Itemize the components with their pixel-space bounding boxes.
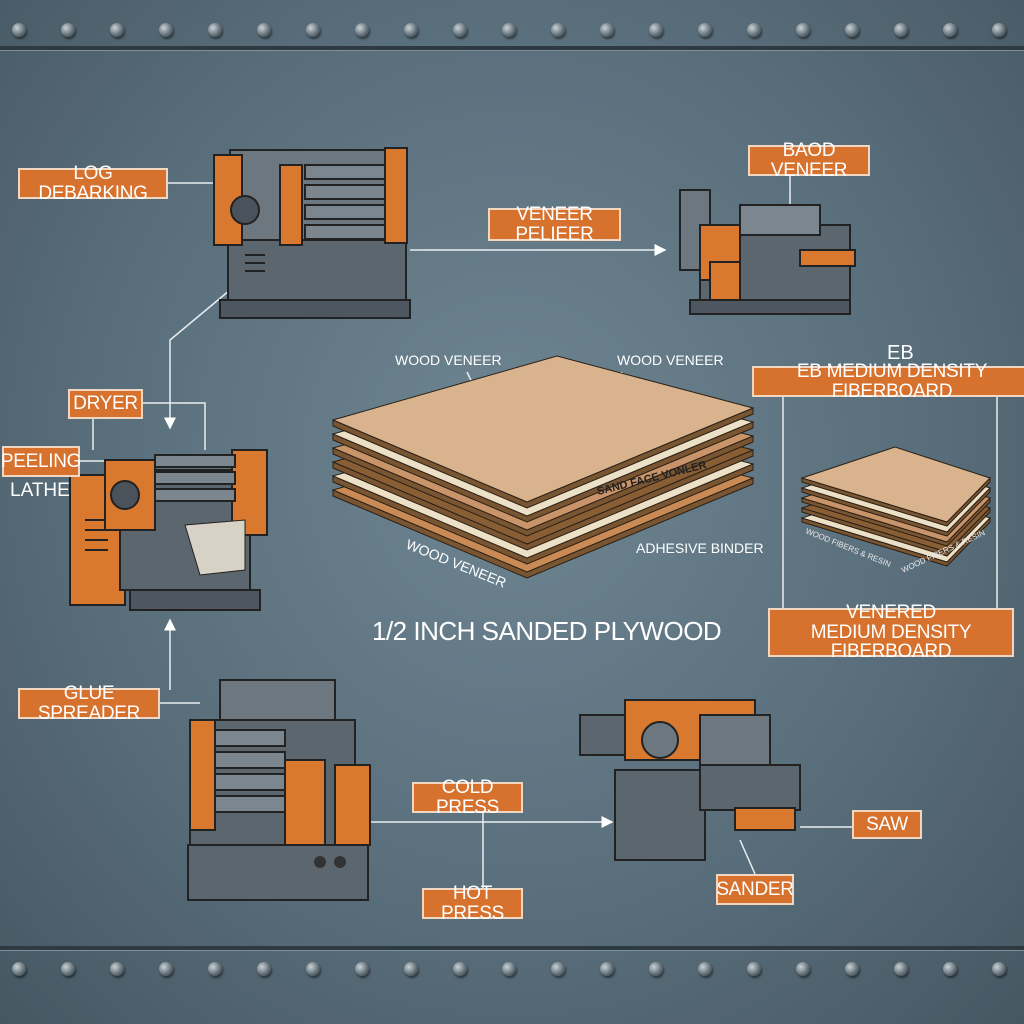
rivet bbox=[845, 962, 859, 976]
rivet bbox=[453, 23, 467, 37]
rivet bbox=[208, 962, 222, 976]
rivet bbox=[61, 962, 75, 976]
rivet bbox=[796, 23, 810, 37]
rivet bbox=[306, 962, 320, 976]
rivet bbox=[110, 23, 124, 37]
rivet bbox=[110, 962, 124, 976]
glue-spreader-press-machine bbox=[187, 679, 371, 901]
lathe-label: LATHE bbox=[10, 480, 70, 501]
saw-sander-machine bbox=[579, 699, 801, 861]
veneer-peeler-machine bbox=[679, 189, 856, 315]
rivet bbox=[453, 962, 467, 976]
baod-veneer-label: BAOD VENEER bbox=[748, 140, 870, 180]
cold-press-label: COLD PRESS bbox=[412, 777, 523, 817]
saw-label: SAW bbox=[852, 810, 922, 839]
rivet bbox=[943, 23, 957, 37]
rivet bbox=[894, 962, 908, 976]
bottom-rivet-row bbox=[0, 962, 1024, 982]
top-rivet-row bbox=[0, 23, 1024, 43]
log-debarking-label: LOG DEBARKING bbox=[18, 163, 168, 203]
rivet bbox=[61, 23, 75, 37]
dryer-label: DRYER bbox=[68, 389, 143, 419]
rivet bbox=[502, 962, 516, 976]
rivet bbox=[649, 962, 663, 976]
rivet bbox=[257, 23, 271, 37]
rivet bbox=[747, 962, 761, 976]
veneer-peeler-label: VENEER PELIEER bbox=[488, 204, 621, 244]
eb-label: EB bbox=[887, 342, 914, 364]
log-debarking-machine bbox=[213, 147, 411, 319]
rivet bbox=[796, 962, 810, 976]
connector-dryer bbox=[143, 402, 206, 450]
rivet bbox=[502, 23, 516, 37]
rivet bbox=[159, 23, 173, 37]
rivet bbox=[992, 962, 1006, 976]
rivet bbox=[600, 23, 614, 37]
wood-veneer-label-2: WOOD VENEER bbox=[617, 352, 724, 368]
top-frame-bar bbox=[0, 46, 1024, 50]
rivet bbox=[747, 23, 761, 37]
rivet bbox=[551, 962, 565, 976]
rivet bbox=[12, 23, 26, 37]
venered-mdf-line2: MEDIUM DENSITY FIBERBOARD bbox=[810, 621, 972, 663]
venered-mdf-label: VENERED MEDIUM DENSITY FIBERBOARD bbox=[768, 602, 1014, 662]
adhesive-binder-label: ADHESIVE BINDER bbox=[636, 540, 764, 556]
mdf-layer-stack bbox=[800, 446, 991, 567]
rivet bbox=[404, 23, 418, 37]
rivet bbox=[943, 962, 957, 976]
rivet bbox=[355, 962, 369, 976]
rivet bbox=[208, 23, 222, 37]
rivet bbox=[992, 23, 1006, 37]
rivet bbox=[845, 23, 859, 37]
rivet bbox=[257, 962, 271, 976]
rivet bbox=[894, 23, 908, 37]
rivet bbox=[698, 962, 712, 976]
venered-mdf-line1: VENERED bbox=[846, 601, 936, 623]
plywood-title: 1/2 INCH SANDED PLYWOOD bbox=[372, 616, 722, 646]
rivet bbox=[649, 23, 663, 37]
bottom-frame-bar bbox=[0, 946, 1024, 950]
layer-face bbox=[800, 446, 991, 523]
rivet bbox=[306, 23, 320, 37]
connector-sander bbox=[739, 839, 756, 875]
rivet bbox=[600, 962, 614, 976]
peeling-lathe-machine bbox=[69, 449, 268, 611]
sander-label: SANDER bbox=[716, 874, 794, 905]
rivet bbox=[551, 23, 565, 37]
layer-face bbox=[331, 355, 755, 503]
connector-to-dryer bbox=[164, 289, 231, 430]
rivet bbox=[12, 962, 26, 976]
plywood-layer-stack bbox=[331, 355, 755, 579]
rivet bbox=[404, 962, 418, 976]
wood-veneer-label-1: WOOD VENEER bbox=[395, 352, 502, 368]
hot-press-label: HOT PRESS bbox=[422, 883, 523, 923]
rivet bbox=[355, 23, 369, 37]
glue-spreader-label: GLUE SPREADER bbox=[18, 683, 160, 723]
peeling-label: PEELING bbox=[1, 446, 81, 477]
rivet bbox=[159, 962, 173, 976]
eb-mdf-label: EB MEDIUM DENSITY FIBERBOARD bbox=[752, 361, 1024, 401]
rivet bbox=[698, 23, 712, 37]
